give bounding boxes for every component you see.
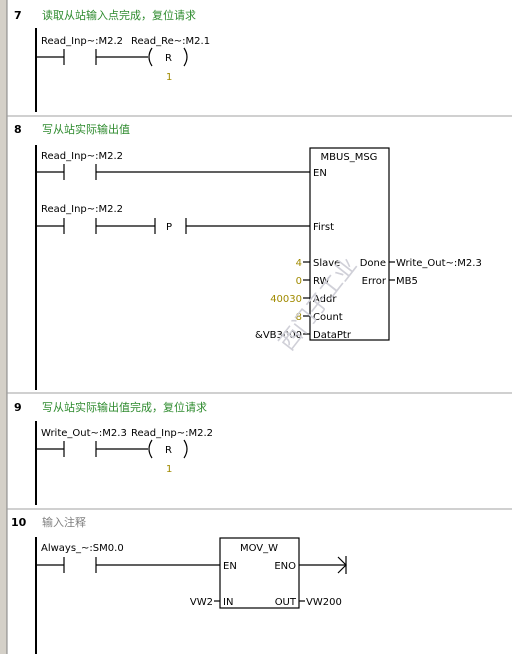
error-output[interactable]: MB5: [396, 276, 418, 287]
edge-label: P: [166, 222, 172, 233]
contact-operand[interactable]: Read_Inp~:M2.2: [41, 36, 123, 47]
pin-done: Done: [360, 258, 386, 269]
addr-value[interactable]: 40030: [270, 294, 302, 305]
coil-reset[interactable]: [148, 439, 153, 459]
pin-en: EN: [313, 168, 327, 179]
network-number: 10: [11, 516, 27, 529]
network-7[interactable]: 7 读取从站输入点完成，复位请求 Read_Inp~:M2.2 Read_Re~…: [14, 8, 210, 112]
coil-count[interactable]: 1: [166, 464, 172, 475]
coil-operand[interactable]: Read_Re~:M2.1: [131, 36, 210, 47]
block-title: MBUS_MSG: [321, 152, 378, 163]
in-value[interactable]: VW2: [190, 597, 213, 608]
contact-operand[interactable]: Read_Inp~:M2.2: [41, 151, 123, 162]
contact-operand[interactable]: Read_Inp~:M2.2: [41, 204, 123, 215]
pin-in: IN: [223, 597, 233, 608]
contact-operand[interactable]: Always_~:SM0.0: [41, 543, 124, 554]
done-output[interactable]: Write_Out~:M2.3: [396, 258, 482, 269]
pin-en: EN: [223, 561, 237, 572]
pin-dataptr: DataPtr: [313, 330, 352, 341]
pin-count: Count: [313, 312, 343, 323]
network-10[interactable]: 10 输入注释 Always_~:SM0.0 MOV_W EN ENO IN O…: [11, 515, 347, 654]
coil-count[interactable]: 1: [166, 72, 172, 83]
network-number: 8: [14, 123, 22, 136]
pin-slave: Slave: [313, 258, 340, 269]
slave-value[interactable]: 4: [296, 258, 302, 269]
block-title: MOV_W: [240, 543, 278, 554]
coil-operand[interactable]: Read_Inp~:M2.2: [131, 428, 213, 439]
network-9[interactable]: 9 写从站实际输出值完成，复位请求 Write_Out~:M2.3 Read_I…: [14, 400, 213, 505]
network-number: 7: [14, 9, 22, 22]
network-comment[interactable]: 输入注释: [42, 515, 86, 529]
count-value[interactable]: 8: [296, 312, 302, 323]
network-8[interactable]: 8 写从站实际输出值 Read_Inp~:M2.2 Read_Inp~:M2.2…: [14, 122, 482, 390]
network-number: 9: [14, 401, 22, 414]
network-comment[interactable]: 读取从站输入点完成，复位请求: [42, 8, 196, 22]
pin-addr: Addr: [313, 294, 337, 305]
mov-w-block[interactable]: [219, 537, 300, 609]
network-comment[interactable]: 写从站实际输出值完成，复位请求: [42, 400, 207, 414]
coil-type: R: [165, 445, 172, 456]
dataptr-value[interactable]: &VB3000: [255, 330, 302, 341]
contact-operand[interactable]: Write_Out~:M2.3: [41, 428, 127, 439]
pin-out: OUT: [275, 597, 297, 608]
left-gutter: [0, 0, 7, 654]
out-value[interactable]: VW200: [306, 597, 342, 608]
rw-value[interactable]: 0: [296, 276, 302, 287]
coil-reset[interactable]: [148, 47, 153, 67]
network-comment[interactable]: 写从站实际输出值: [42, 122, 130, 136]
pin-eno: ENO: [274, 561, 296, 572]
pin-first: First: [313, 222, 334, 233]
mbus-msg-block[interactable]: [309, 147, 390, 341]
pin-error: Error: [362, 276, 387, 287]
pin-rw: RW: [313, 276, 330, 287]
coil-type: R: [165, 53, 172, 64]
